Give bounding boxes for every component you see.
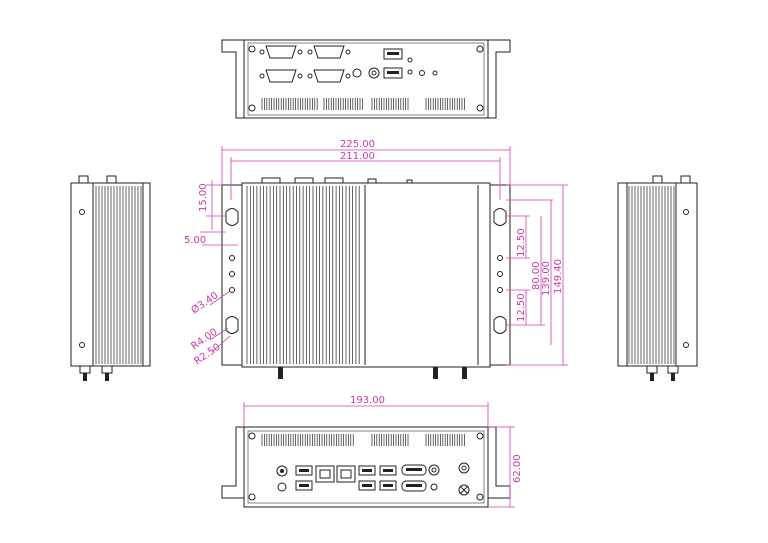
dim-spacing-bottom: 12.50 <box>516 293 527 322</box>
dimension-labels: 225.00 211.00 15.00 5.00 Ø3.40 R4.00 R2.… <box>184 139 564 483</box>
dim-width-inner: 211.00 <box>340 151 375 162</box>
dim-offset-side: 5.00 <box>184 235 206 246</box>
dimension-lines <box>200 146 568 508</box>
dim-height-inner: 80.00 <box>531 261 542 290</box>
serial-port-icon <box>259 45 351 83</box>
dim-width-outer: 225.00 <box>340 139 375 150</box>
screw-icon <box>248 45 484 112</box>
ethernet-port-icon <box>315 465 356 483</box>
dim-front-width: 193.00 <box>350 395 385 406</box>
hdmi-port-icon <box>401 464 427 492</box>
front-panel-view <box>221 426 511 508</box>
dim-hole-diameter: Ø3.40 <box>189 289 221 316</box>
right-side-view <box>617 175 698 381</box>
rear-panel-view <box>221 39 511 119</box>
main-top-view <box>221 177 511 379</box>
dim-height-mid: 139.00 <box>541 261 552 296</box>
vent-slots <box>261 98 465 110</box>
dim-front-height: 62.00 <box>512 454 523 483</box>
dim-offset-top: 15.00 <box>198 183 209 212</box>
dim-spacing-top: 12.50 <box>516 228 527 257</box>
left-side-view <box>70 175 151 381</box>
dim-height-outer: 149.40 <box>553 259 564 294</box>
